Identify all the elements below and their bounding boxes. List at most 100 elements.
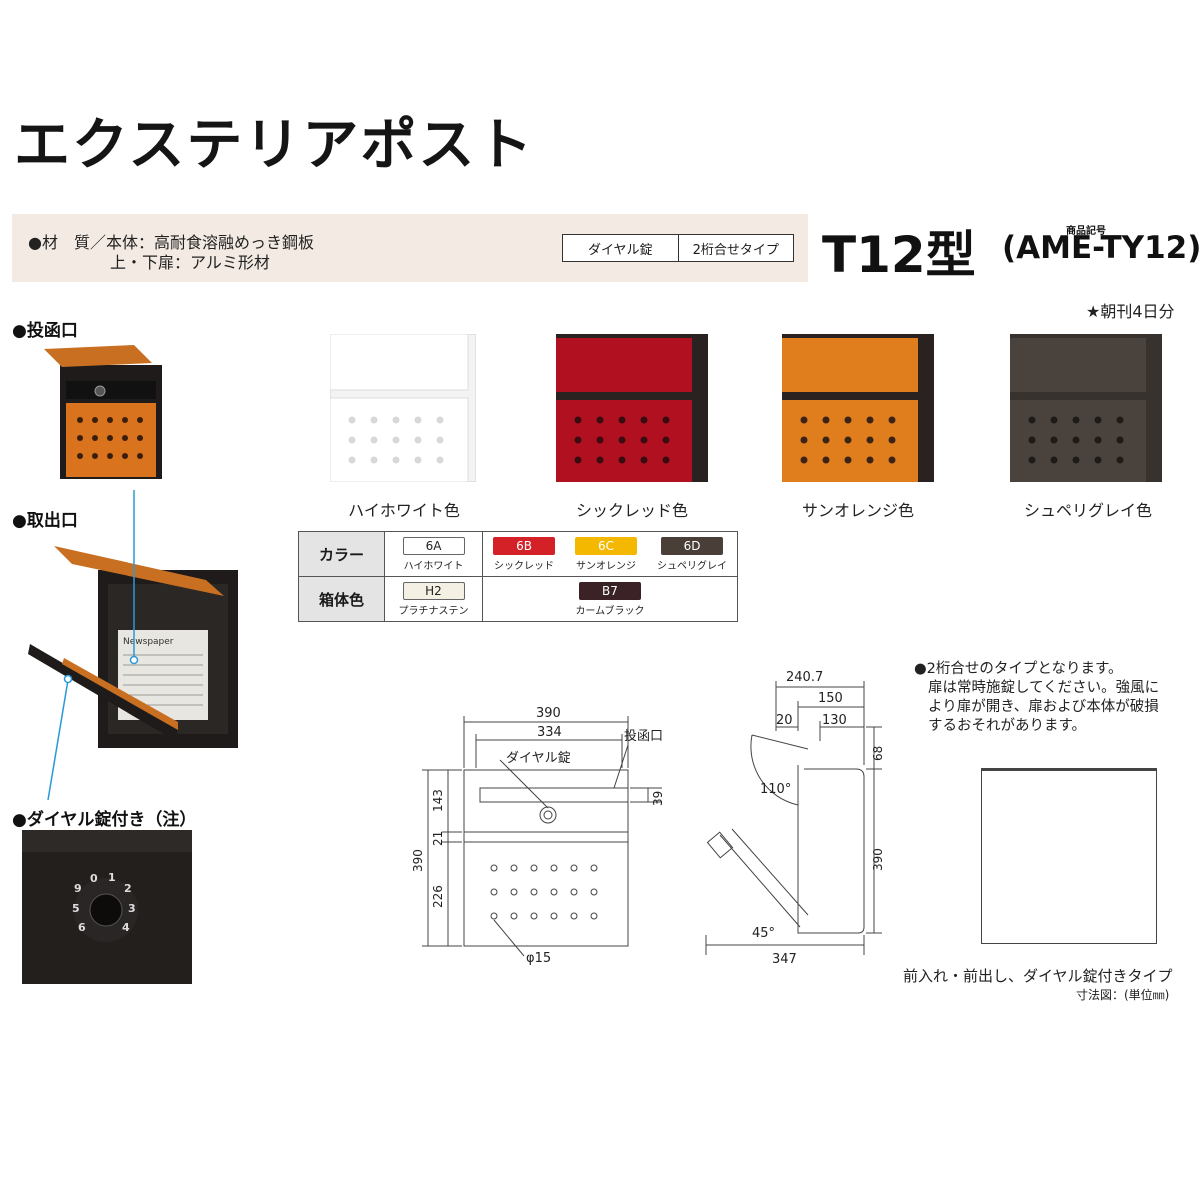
section-retrieval: ●取出口 [12,511,78,531]
label-slot: 投函口 [624,728,663,744]
dim-phi15: φ15 [526,951,551,966]
dial-digit: 6 [78,921,86,934]
product-color-name: シュペリグレイ色 [1023,501,1152,520]
dim-390: 390 [871,848,885,871]
chip-name: プラチナステン [398,605,469,617]
dim-334: 334 [537,725,562,740]
dim-130: 130 [822,713,847,728]
dim-390-height: 390 [411,849,425,872]
color-chip-6c: 6C サンオレンジ [575,536,637,572]
side-open-door [719,834,801,928]
callout-lines [47,490,139,801]
side-top-flap [751,734,809,750]
dial-digit: 3 [128,902,136,915]
chip-name: カームブラック [575,605,645,617]
color-chip-h2: H2 プラチナステン [398,581,469,617]
slot-photo [44,345,162,479]
dim-150: 150 [818,691,843,706]
side-flap-arc [750,734,799,806]
side-dial-block [706,831,734,859]
angle-110: 110° [760,782,791,797]
door-holes [77,417,143,459]
caption-main: 前入れ・前出し、ダイヤル錠付きタイプ [903,967,1173,985]
dim-226: 226 [431,885,445,908]
angle-45: 45° [752,926,775,941]
caption-sub: 寸法図：(単位㎜) [1076,988,1170,1002]
slot-opening [66,381,156,399]
dial-digit: 2 [124,882,132,895]
material-line-2: 上・下扉：アルミ形材 [110,253,270,272]
dial-digit: 9 [74,882,82,895]
dial-inner [543,810,553,820]
chip-code: H2 [402,581,465,600]
capacity-note: ★朝刊4日分 [1086,302,1175,321]
dim-21: 21 [431,831,445,846]
dim-143: 143 [431,789,445,812]
section-dial-lock: ●ダイヤル錠付き（注） [12,810,197,830]
chip-code: 6B [493,536,555,555]
lock-spec-box: ダイヤル錠 2桁合せタイプ [562,234,794,262]
open-bottom-door-edge [62,658,178,730]
chip-name: シュペリグレイ [657,560,727,572]
color-row-label: カラー [298,531,385,577]
side-open-door-inner [731,828,809,916]
dim-240-7: 240.7 [786,670,823,685]
dial-outline [539,806,557,824]
newspaper-text: Newspaper [123,637,174,647]
chip-name: サンオレンジ [576,560,636,572]
dim-39: 39 [651,791,665,806]
product-image [1010,334,1162,482]
label-dial: ダイヤル錠 [506,751,571,766]
chip-code: 6C [575,536,637,555]
open-bottom-door [28,644,178,740]
color-chip-6a: 6A ハイホワイト [402,536,465,572]
color-table: カラー 6A ハイホワイト 6B シックレッド 6C サンオレンジ [298,531,738,622]
front-outline [463,769,629,947]
slot-flap [44,345,152,367]
section-slot: ●投函口 [12,321,78,341]
color-chip-b7: B7 カームブラック [575,581,645,617]
product-image [556,334,708,482]
dim-390-width: 390 [536,706,561,721]
lock-type: ダイヤル錠 [587,242,653,258]
product-color-name: サンオレンジ色 [801,501,914,520]
chip-name: シックレッド [494,560,554,572]
chip-code: 6A [402,536,465,555]
body-color-row-label: 箱体色 [298,576,385,622]
dial-digit: 4 [122,921,130,934]
note-line-2: 扉は常時施錠してください。強風に [928,680,1160,696]
note-line-1: ●2桁合せのタイプとなります。 [914,661,1123,677]
blank-frame [981,768,1157,944]
model-code-label: 商品記号 [1066,226,1106,237]
slot-outline [479,787,629,803]
open-top-flap [54,546,224,596]
dial-panel-top [22,830,192,852]
product-color-name: シックレッド色 [575,501,688,520]
product-image [330,334,476,482]
side-body-outline [797,765,865,934]
dial-digit: 0 [90,872,98,885]
dim-68: 68 [871,746,885,761]
product-color-name: ハイホワイト色 [348,501,460,520]
color-chip-6b: 6B シックレッド [493,536,555,572]
chip-name: ハイホワイト [403,560,464,572]
dial-lock-photo: 9 0 1 2 3 4 5 6 [22,830,192,984]
color-chip-6d: 6D シュペリグレイ [657,536,727,572]
note-line-3: より扉が開き、扉および本体が破損 [928,699,1159,715]
dim-20: 20 [776,713,793,728]
dim-347: 347 [772,952,797,967]
page-title: エクステリアポスト [14,113,535,178]
chip-code: B7 [578,581,641,600]
product-image [782,334,934,482]
dial-knob [94,385,106,397]
material-line-1: ●材 質／本体：高耐食溶融めっき鋼板 [28,233,314,252]
model-name: T12型 [822,226,976,284]
dial-center [89,893,123,927]
lock-detail: 2桁合せタイプ [677,235,794,261]
dial-digit: 1 [108,871,116,884]
note-line-4: するおそれがあります。 [928,718,1087,734]
front-dimension-drawing: 390 334 ダイヤル錠 投函口 143 21 226 390 39 φ15 [411,706,665,966]
retrieval-photo: Newspaper [28,546,238,748]
dial-digit: 5 [72,902,80,915]
side-dimension-drawing: 240.7 150 20 130 68 390 110° 45° 347 [705,670,885,967]
